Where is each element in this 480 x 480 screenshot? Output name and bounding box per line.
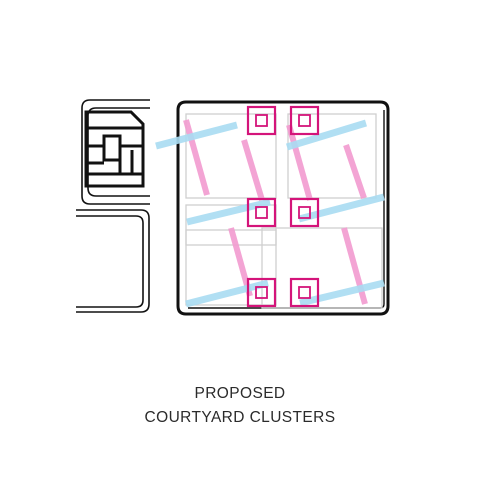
plot-grid bbox=[185, 113, 383, 309]
caption-line-1: PROPOSED bbox=[194, 385, 286, 402]
pink-band bbox=[183, 119, 210, 196]
plot-top-right bbox=[287, 113, 377, 199]
blue-band bbox=[285, 119, 368, 151]
building-detail-icon bbox=[84, 110, 145, 188]
pink-band bbox=[286, 124, 313, 201]
plot-top-left bbox=[185, 113, 277, 199]
courtyard-marker bbox=[289, 197, 320, 228]
courtyard-marker bbox=[246, 277, 277, 308]
caption-line-2: COURTYARD CLUSTERS bbox=[144, 409, 336, 426]
context-block-top bbox=[81, 99, 150, 205]
courtyard-marker bbox=[246, 197, 277, 228]
blue-band bbox=[186, 198, 271, 226]
plot-bottom-mid bbox=[261, 227, 383, 309]
blue-band bbox=[299, 279, 385, 307]
courtyard-marker bbox=[289, 277, 320, 308]
pink-band bbox=[228, 227, 253, 297]
context-block-bottom bbox=[76, 209, 150, 313]
blue-band bbox=[298, 193, 385, 223]
pink-band bbox=[343, 144, 367, 199]
blue-band bbox=[185, 279, 269, 308]
courtyard-markers bbox=[246, 105, 320, 308]
blue-bands bbox=[155, 119, 385, 308]
blue-band bbox=[155, 121, 238, 150]
courtyard-marker bbox=[246, 105, 277, 136]
courtyard-marker bbox=[289, 105, 320, 136]
pink-band bbox=[241, 139, 265, 201]
